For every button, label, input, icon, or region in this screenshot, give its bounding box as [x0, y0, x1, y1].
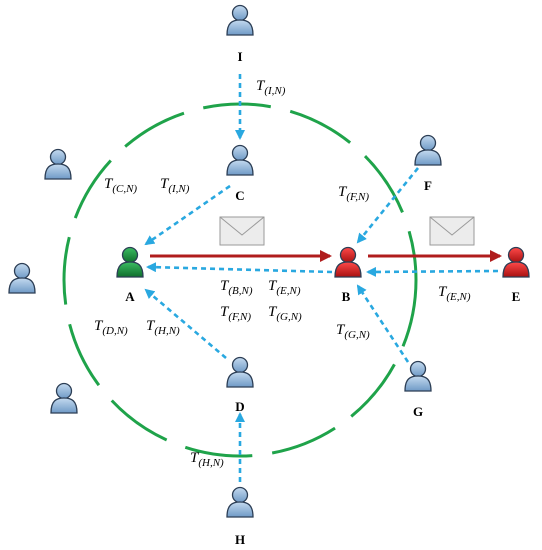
user-a	[116, 246, 144, 278]
t-label-b: T(B,N)	[220, 278, 253, 297]
arrow-f-to-b	[356, 167, 420, 244]
t-label-h: T(H,N)	[146, 318, 180, 337]
node-label-c: C	[235, 188, 244, 203]
user-b	[334, 246, 362, 278]
user-unlabelled	[8, 262, 36, 294]
node-label-d: D	[235, 399, 244, 414]
arrow-b-to-a	[146, 262, 333, 274]
t-label-c: T(C,N)	[104, 176, 137, 195]
person-icon	[226, 486, 254, 518]
t-label-g: T(G,N)	[336, 322, 370, 341]
user-unlabelled	[50, 382, 78, 414]
t-label-d: T(D,N)	[94, 318, 128, 337]
node-label-h: H	[235, 532, 245, 547]
person-icon	[226, 356, 254, 388]
t-label-f-mid: T(F,N)	[220, 304, 251, 323]
user-f	[414, 134, 442, 166]
person-icon	[8, 262, 36, 294]
t-label-g-mid: T(G,N)	[268, 304, 302, 323]
t-label-e: T(E,N)	[438, 284, 471, 303]
arrow-g-to-b	[356, 284, 410, 363]
node-label-e: E	[512, 289, 521, 304]
user-e	[502, 246, 530, 278]
person-icon	[404, 360, 432, 392]
envelope-icon	[429, 216, 475, 246]
node-label-b: B	[342, 289, 351, 304]
t-label-e-mid: T(E,N)	[268, 278, 301, 297]
arrow-e-to-b	[366, 266, 499, 277]
user-g	[404, 360, 432, 392]
arrow-d-to-a	[144, 288, 227, 359]
t-label-i: T(I,N)	[160, 176, 190, 195]
node-label-f: F	[424, 178, 432, 193]
person-icon	[44, 148, 72, 180]
user-unlabelled	[44, 148, 72, 180]
person-icon	[116, 246, 144, 278]
person-icon	[226, 144, 254, 176]
arrow-c-to-a	[144, 184, 231, 246]
person-icon	[226, 4, 254, 36]
user-h	[226, 486, 254, 518]
t-label-i-top: T(I,N)	[256, 78, 286, 97]
person-icon	[334, 246, 362, 278]
t-label-h-bottom: T(H,N)	[190, 450, 224, 469]
node-label-g: G	[413, 404, 423, 419]
person-icon	[414, 134, 442, 166]
node-label-a: A	[125, 289, 135, 304]
node-label-i: I	[237, 49, 242, 64]
user-c	[226, 144, 254, 176]
envelope-icon	[219, 216, 265, 246]
t-label-f: T(F,N)	[338, 184, 369, 203]
user-i	[226, 4, 254, 36]
user-d	[226, 356, 254, 388]
person-icon	[502, 246, 530, 278]
person-icon	[50, 382, 78, 414]
